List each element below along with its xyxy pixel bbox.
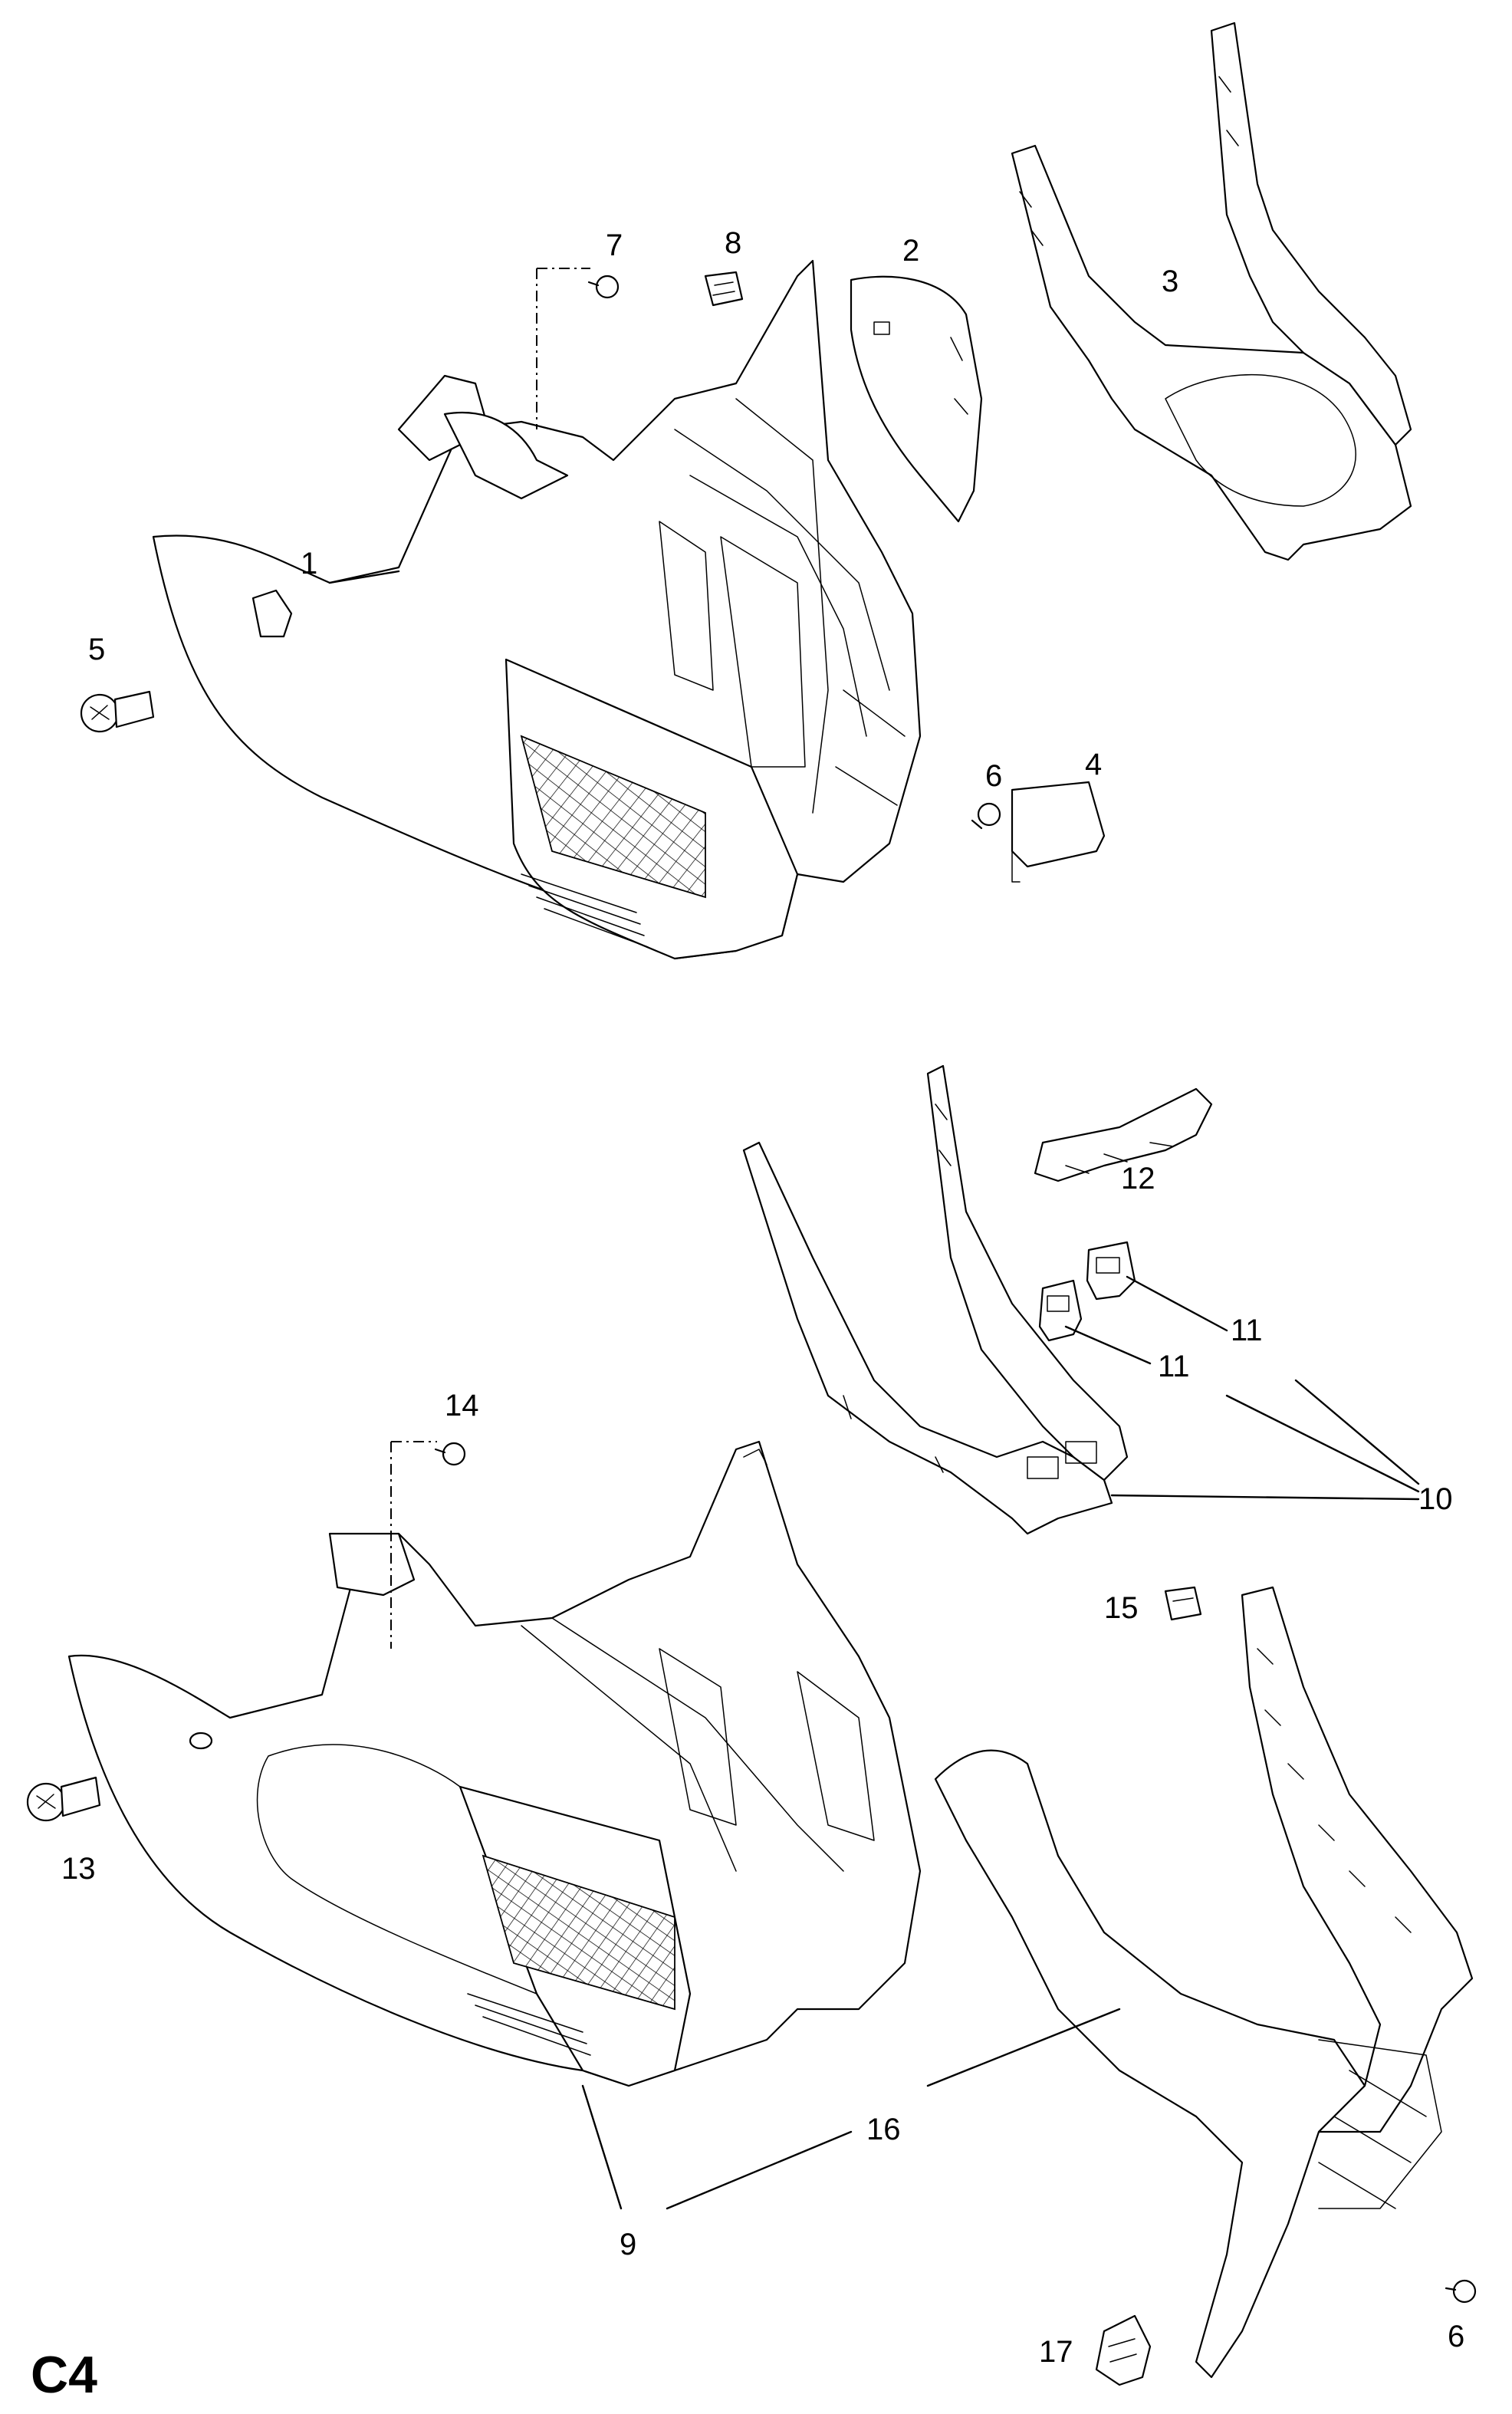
leader-10c — [1294, 1379, 1420, 1485]
leader-11b — [1126, 1275, 1228, 1332]
callout-5: 5 — [88, 633, 105, 666]
part-5-push-fastener — [80, 690, 155, 733]
callout-6b: 6 — [1448, 2320, 1464, 2353]
part-4-cover — [1011, 781, 1106, 883]
part-1-console-body — [152, 259, 922, 960]
callout-14: 14 — [445, 1389, 479, 1422]
callout-13: 13 — [61, 1852, 96, 1886]
callout-3: 3 — [1162, 265, 1178, 298]
leader-16b — [666, 2130, 853, 2210]
callout-8: 8 — [725, 226, 741, 260]
part-9-lower-console-body — [67, 1440, 922, 2087]
callout-labels: 1 2 3 4 5 6 7 8 9 10 11 11 12 13 14 15 1… — [61, 226, 1464, 2369]
callout-16: 16 — [866, 2113, 901, 2146]
callout-11a: 11 — [1158, 1350, 1190, 1383]
leader-10b — [1225, 1394, 1420, 1493]
callout-6a: 6 — [985, 759, 1002, 793]
callout-12: 12 — [1121, 1162, 1155, 1195]
leader-1 — [328, 570, 400, 584]
part-6-clip-upper — [971, 802, 1001, 830]
part-8-clip — [704, 271, 744, 307]
part-3-console-frame — [1011, 21, 1412, 561]
part-7-screw — [536, 268, 620, 429]
callout-2: 2 — [902, 234, 919, 268]
leader-16 — [926, 2008, 1121, 2087]
leader-9 — [581, 2084, 623, 2210]
part-2-trim-panel — [850, 275, 983, 523]
part-12-switch-panel — [1034, 1087, 1213, 1182]
callout-17: 17 — [1039, 2335, 1073, 2369]
callout-4: 4 — [1085, 748, 1102, 781]
leader-11a — [1064, 1325, 1152, 1365]
callout-15: 15 — [1104, 1591, 1139, 1625]
part-16-side-trim — [934, 1586, 1474, 2379]
part-10-trim-frame — [742, 1064, 1129, 1535]
leader-10a — [1110, 1494, 1420, 1501]
part-13-push-fastener — [26, 1776, 101, 1822]
part-17-bracket — [1095, 2314, 1152, 2386]
part-15-clip — [1164, 1586, 1202, 1621]
callout-9: 9 — [620, 2228, 636, 2261]
callout-7: 7 — [606, 229, 623, 262]
part-6-clip-lower — [1445, 2279, 1477, 2304]
part-14-screw — [390, 1441, 466, 1649]
part-11-switch-right — [1086, 1241, 1136, 1301]
callout-10: 10 — [1418, 1482, 1453, 1516]
leader-lines — [328, 570, 1420, 2210]
callout-1: 1 — [301, 547, 317, 580]
section-label: C4 — [31, 2346, 97, 2404]
part-11-switch-left — [1038, 1279, 1083, 1342]
callout-11b: 11 — [1231, 1314, 1263, 1347]
